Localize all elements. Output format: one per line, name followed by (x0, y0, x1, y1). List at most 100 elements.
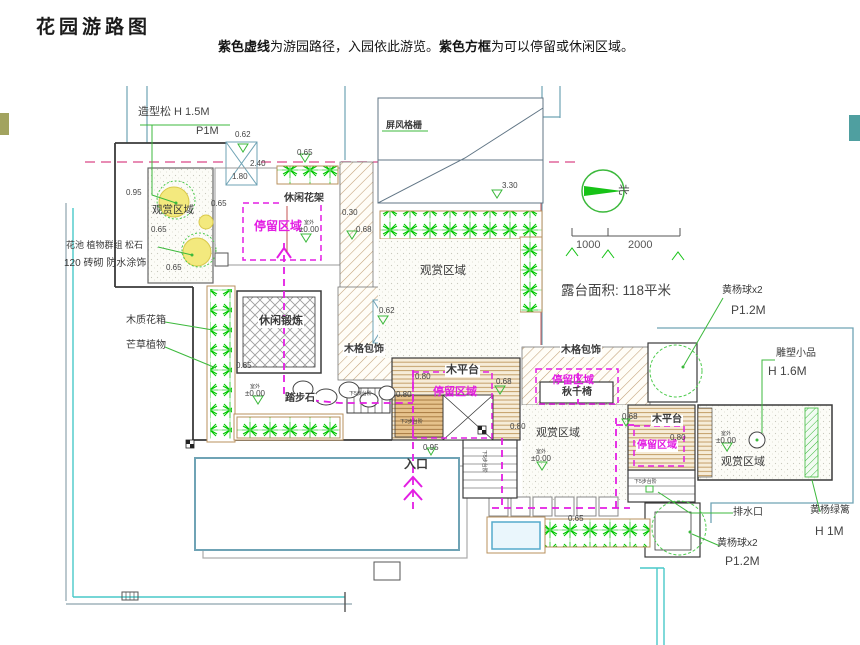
legend-bold-dashline: 紫色虚线 (218, 39, 271, 54)
mid-right-area (462, 405, 696, 517)
dim-240: 2.40 (250, 159, 266, 168)
level-b: 室外±0.00 (245, 385, 265, 398)
dim-065-c: 0.65 (151, 225, 167, 234)
dim-080-d: 0.80 (670, 433, 686, 442)
label-tingliu-d: 停留区域 (636, 440, 678, 452)
level-d-tiny: 室外 (720, 431, 731, 437)
leader-lines (140, 124, 821, 547)
survey-marker (185, 425, 487, 449)
label-huachi: 花池 植物群组 松石 (66, 240, 144, 250)
north-compass (581, 169, 625, 213)
label-mupingtai-right: 木平台 (651, 414, 683, 426)
dim-065-f: 0.65 (568, 514, 584, 523)
dim-068-c: 0.68 (622, 412, 638, 421)
level-c: 室外±0.00 (531, 450, 551, 463)
level-a-value: ±0.00 (299, 225, 319, 234)
stair-note-4: 下5步台阶 (634, 479, 657, 485)
stair-note-3: 下5步台阶 (481, 450, 487, 473)
level-c-value: ±0.00 (531, 454, 551, 463)
scale-label-2000: 2000 (628, 239, 653, 251)
dim-080-b: 0.80 (396, 390, 412, 399)
label-paishuikou: 排水口 (733, 507, 763, 518)
page-title: 花园游路图 (36, 17, 152, 38)
label-guanshang-mid: 观赏区域 (536, 427, 580, 439)
level-b-value: ±0.00 (245, 389, 265, 398)
label-muge-right: 木格包饰 (560, 345, 602, 357)
dim-095-a: 0.95 (126, 188, 142, 197)
label-muge-left: 木格包饰 (343, 344, 385, 356)
flower-pool (147, 167, 217, 284)
legend-text-2: 为可以停留或休闲区域。 (491, 39, 635, 54)
legend-text-1: 为游园路径，入园依此游览。 (270, 39, 440, 54)
label-lvli-h: H 1M (815, 524, 844, 538)
level-b-tiny: 室外 (249, 384, 260, 390)
label-huangyang-bot-p: P1.2M (725, 554, 760, 568)
label-tingliu-c: 停留区域 (552, 374, 594, 386)
label-guanshang-pool: 观赏区域 (152, 204, 194, 216)
level-c-tiny: 室外 (535, 449, 546, 455)
right-edge-marker (849, 115, 860, 141)
label-qiuqianyi: 秋千椅 (561, 387, 593, 399)
label-pingfeng-geshan: 屏风格栅 (385, 120, 424, 131)
boxwood-tree-bottom (644, 485, 707, 558)
label-xiuxian-duanlian: 休闲锻炼 (258, 315, 304, 328)
label-mangcao: 芒草植物 (126, 340, 166, 351)
dim-065-a: 0.65 (297, 148, 313, 157)
dim-062-a: 0.62 (235, 130, 251, 139)
level-a-tiny: 室外 (303, 220, 314, 226)
scale-bar (565, 228, 685, 261)
dim-080-a: 0.80 (415, 372, 431, 381)
level-d-value: ±0.00 (716, 436, 736, 445)
label-diaosu-h: H 1.6M (768, 364, 807, 378)
label-mupingtai-center: 木平台 (445, 364, 480, 377)
dim-095-b: 0.95 (423, 443, 439, 452)
label-huangyang-top: 黄杨球x2 (722, 285, 763, 296)
viewing-area-center (378, 239, 520, 358)
left-edge-marker (0, 113, 9, 135)
planter-center (379, 210, 543, 313)
dim-068-a: 0.68 (356, 225, 372, 234)
planter-bottom (233, 413, 651, 548)
label-area-note: 露台面积: 118平米 (561, 283, 672, 298)
label-muzhi-huaxiang: 木质花箱 (126, 315, 166, 326)
legend-note: 紫色虚线为游园路径，入园依此游览。紫色方框为可以停留或休闲区域。 (218, 36, 634, 55)
terrace-edges (114, 142, 392, 441)
dim-065-b: 0.65 (211, 199, 227, 208)
scale-label-1000: 1000 (576, 239, 601, 251)
boxwood-tree-top (647, 342, 703, 403)
label-guanshang-right: 观赏区域 (721, 456, 765, 468)
dim-030: 0.30 (342, 208, 358, 217)
label-tingliu-a: 停留区域 (254, 219, 303, 233)
level-markers (237, 143, 733, 471)
dim-065-e: 0.65 (236, 361, 252, 370)
label-lvli: 黄杨绿篱 (810, 505, 850, 516)
dim-330: 3.30 (502, 181, 518, 190)
label-zhuanqi: 120 砖砌 防水涂饰 (64, 258, 147, 269)
label-diaosu: 雕塑小品 (776, 348, 816, 359)
level-a: 室外±0.00 (299, 221, 319, 234)
dim-080-c: 0.80 (510, 422, 526, 431)
dim-062-b: 0.62 (379, 306, 395, 315)
screen-structure (377, 97, 544, 204)
label-zaoxingsong: 造型松 H 1.5M (138, 106, 210, 118)
terrace-far-right (697, 404, 833, 481)
stair-note-2: 下2步台阶 (400, 419, 423, 425)
exercise-box (236, 290, 322, 374)
legend-bold-box: 紫色方框 (439, 39, 492, 54)
label-tingliu-b: 停留区域 (433, 386, 477, 398)
dim-180: 1.80 (232, 172, 248, 181)
label-xiuxian-huajia: 休闲花架 (283, 193, 325, 205)
house-block (194, 457, 468, 581)
label-p1m: P1M (196, 125, 219, 137)
label-huangyang-bot: 黄杨球x2 (717, 538, 758, 549)
north-label: 北 (617, 184, 629, 195)
dim-065-d: 0.65 (166, 263, 182, 272)
label-guanshang-center: 观赏区域 (420, 265, 466, 277)
stair-note-1: 下5步台阶 (349, 391, 372, 397)
label-tabushi: 踏步石 (284, 393, 316, 405)
label-huangyang-top-p: P1.2M (731, 303, 766, 317)
planter-left (206, 285, 236, 443)
level-d: 室外±0.00 (716, 432, 736, 445)
dim-068-b: 0.68 (496, 377, 512, 386)
